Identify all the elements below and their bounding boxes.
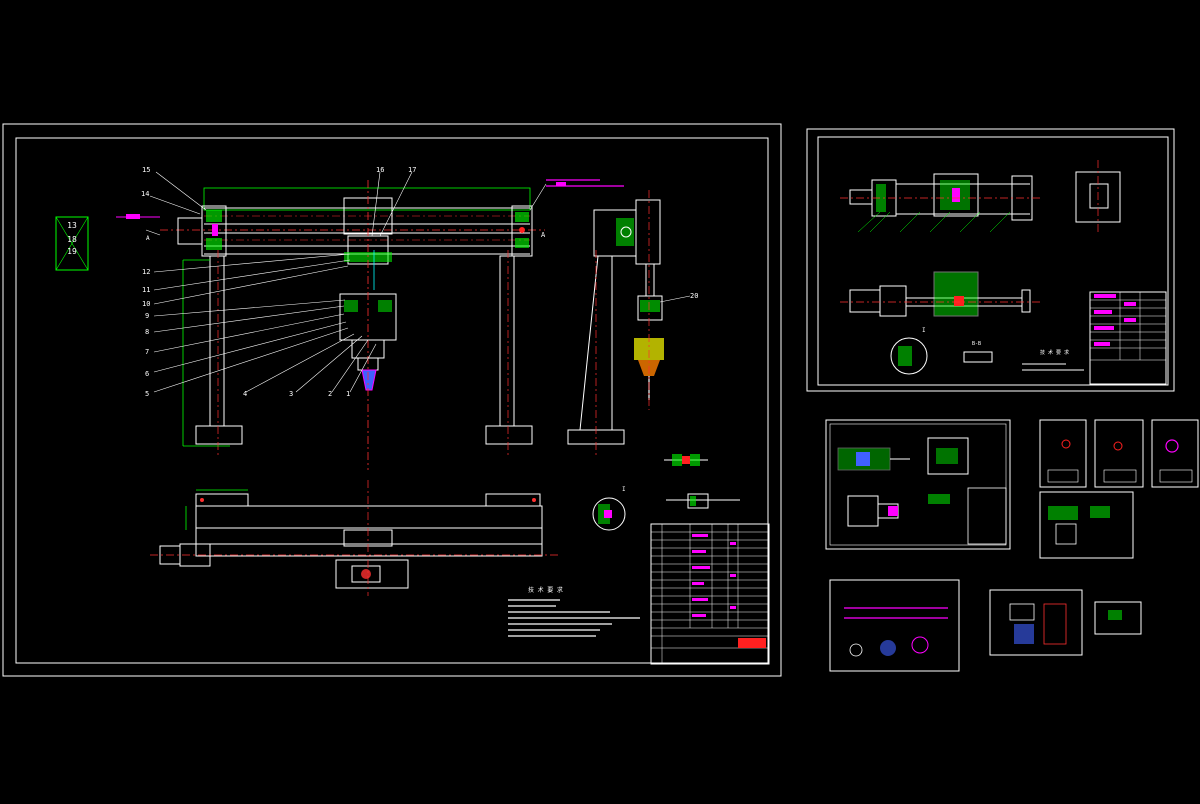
sheet-b-title-block xyxy=(1089,291,1167,385)
sheet-b-part-drawing[interactable]: I B-B 技 术 要 求 xyxy=(806,128,1175,392)
main-balloons xyxy=(149,171,691,393)
balloon-4: 4 xyxy=(243,390,247,398)
sheet-b-top-view xyxy=(840,160,1121,233)
sheet-d[interactable] xyxy=(1039,419,1087,488)
technical-notes: 技 术 要 求 xyxy=(508,586,640,637)
section-marker-left: A xyxy=(116,214,161,242)
detail-views: I xyxy=(592,454,740,531)
sheet-b-section-b-b: B-B xyxy=(972,341,981,347)
balloon-2: 2 xyxy=(328,390,332,398)
balloon-1: 1 xyxy=(346,390,350,398)
sheet-h[interactable] xyxy=(829,579,960,672)
main-balloon-labels: 15 14 12 11 10 9 8 7 6 5 4 3 2 1 16 17 2… xyxy=(141,166,698,398)
balloon-16: 16 xyxy=(376,166,384,174)
stack-label-18: 18 xyxy=(67,235,77,244)
balloon-20: 20 xyxy=(690,292,698,300)
balloon-6: 6 xyxy=(145,370,149,378)
balloon-12: 12 xyxy=(142,268,150,276)
section-a-right: A xyxy=(541,231,546,239)
top-beam-assembly xyxy=(160,187,545,456)
sheet-b-details: I B-B 技 术 要 求 xyxy=(890,327,1084,375)
balloon-14: 14 xyxy=(141,190,149,198)
sheet-f[interactable] xyxy=(1151,419,1199,488)
sheet-outer-border xyxy=(2,123,782,677)
stack-label-13: 13 xyxy=(67,221,77,230)
balloon-3: 3 xyxy=(289,390,293,398)
side-view xyxy=(567,190,664,456)
balloon-9: 9 xyxy=(145,312,149,320)
main-top-annotation xyxy=(546,179,624,187)
main-assembly-sheet[interactable]: 13 18 19 A xyxy=(2,123,782,677)
sheet-i[interactable] xyxy=(989,589,1083,656)
detail-label-i: I xyxy=(622,486,626,493)
carriage-spindle xyxy=(339,180,397,470)
title-block xyxy=(650,523,770,665)
stack-label-19: 19 xyxy=(67,247,77,256)
sheet-e[interactable] xyxy=(1094,419,1144,488)
notes-title: 技 术 要 求 xyxy=(528,586,563,594)
balloon-15: 15 xyxy=(142,166,150,174)
balloon-11: 11 xyxy=(142,286,150,294)
sheet-b-detail-i: I xyxy=(922,327,926,334)
sheet-j[interactable] xyxy=(1094,601,1142,635)
balloon-5: 5 xyxy=(145,390,149,398)
sheet-inner-frame xyxy=(15,137,769,664)
svg-text:A: A xyxy=(146,235,150,242)
balloon-10: 10 xyxy=(142,300,150,308)
sheet-b-notes-title: 技 术 要 求 xyxy=(1040,349,1069,356)
sheet-b-front-view xyxy=(840,271,1040,317)
balloon-8: 8 xyxy=(145,328,149,336)
balloon-7: 7 xyxy=(145,348,149,356)
plan-view xyxy=(150,480,560,596)
sheet-c[interactable] xyxy=(825,419,1011,550)
balloon-17: 17 xyxy=(408,166,416,174)
part-number-stack: 13 18 19 xyxy=(55,216,89,271)
sheet-g[interactable] xyxy=(1039,491,1134,559)
